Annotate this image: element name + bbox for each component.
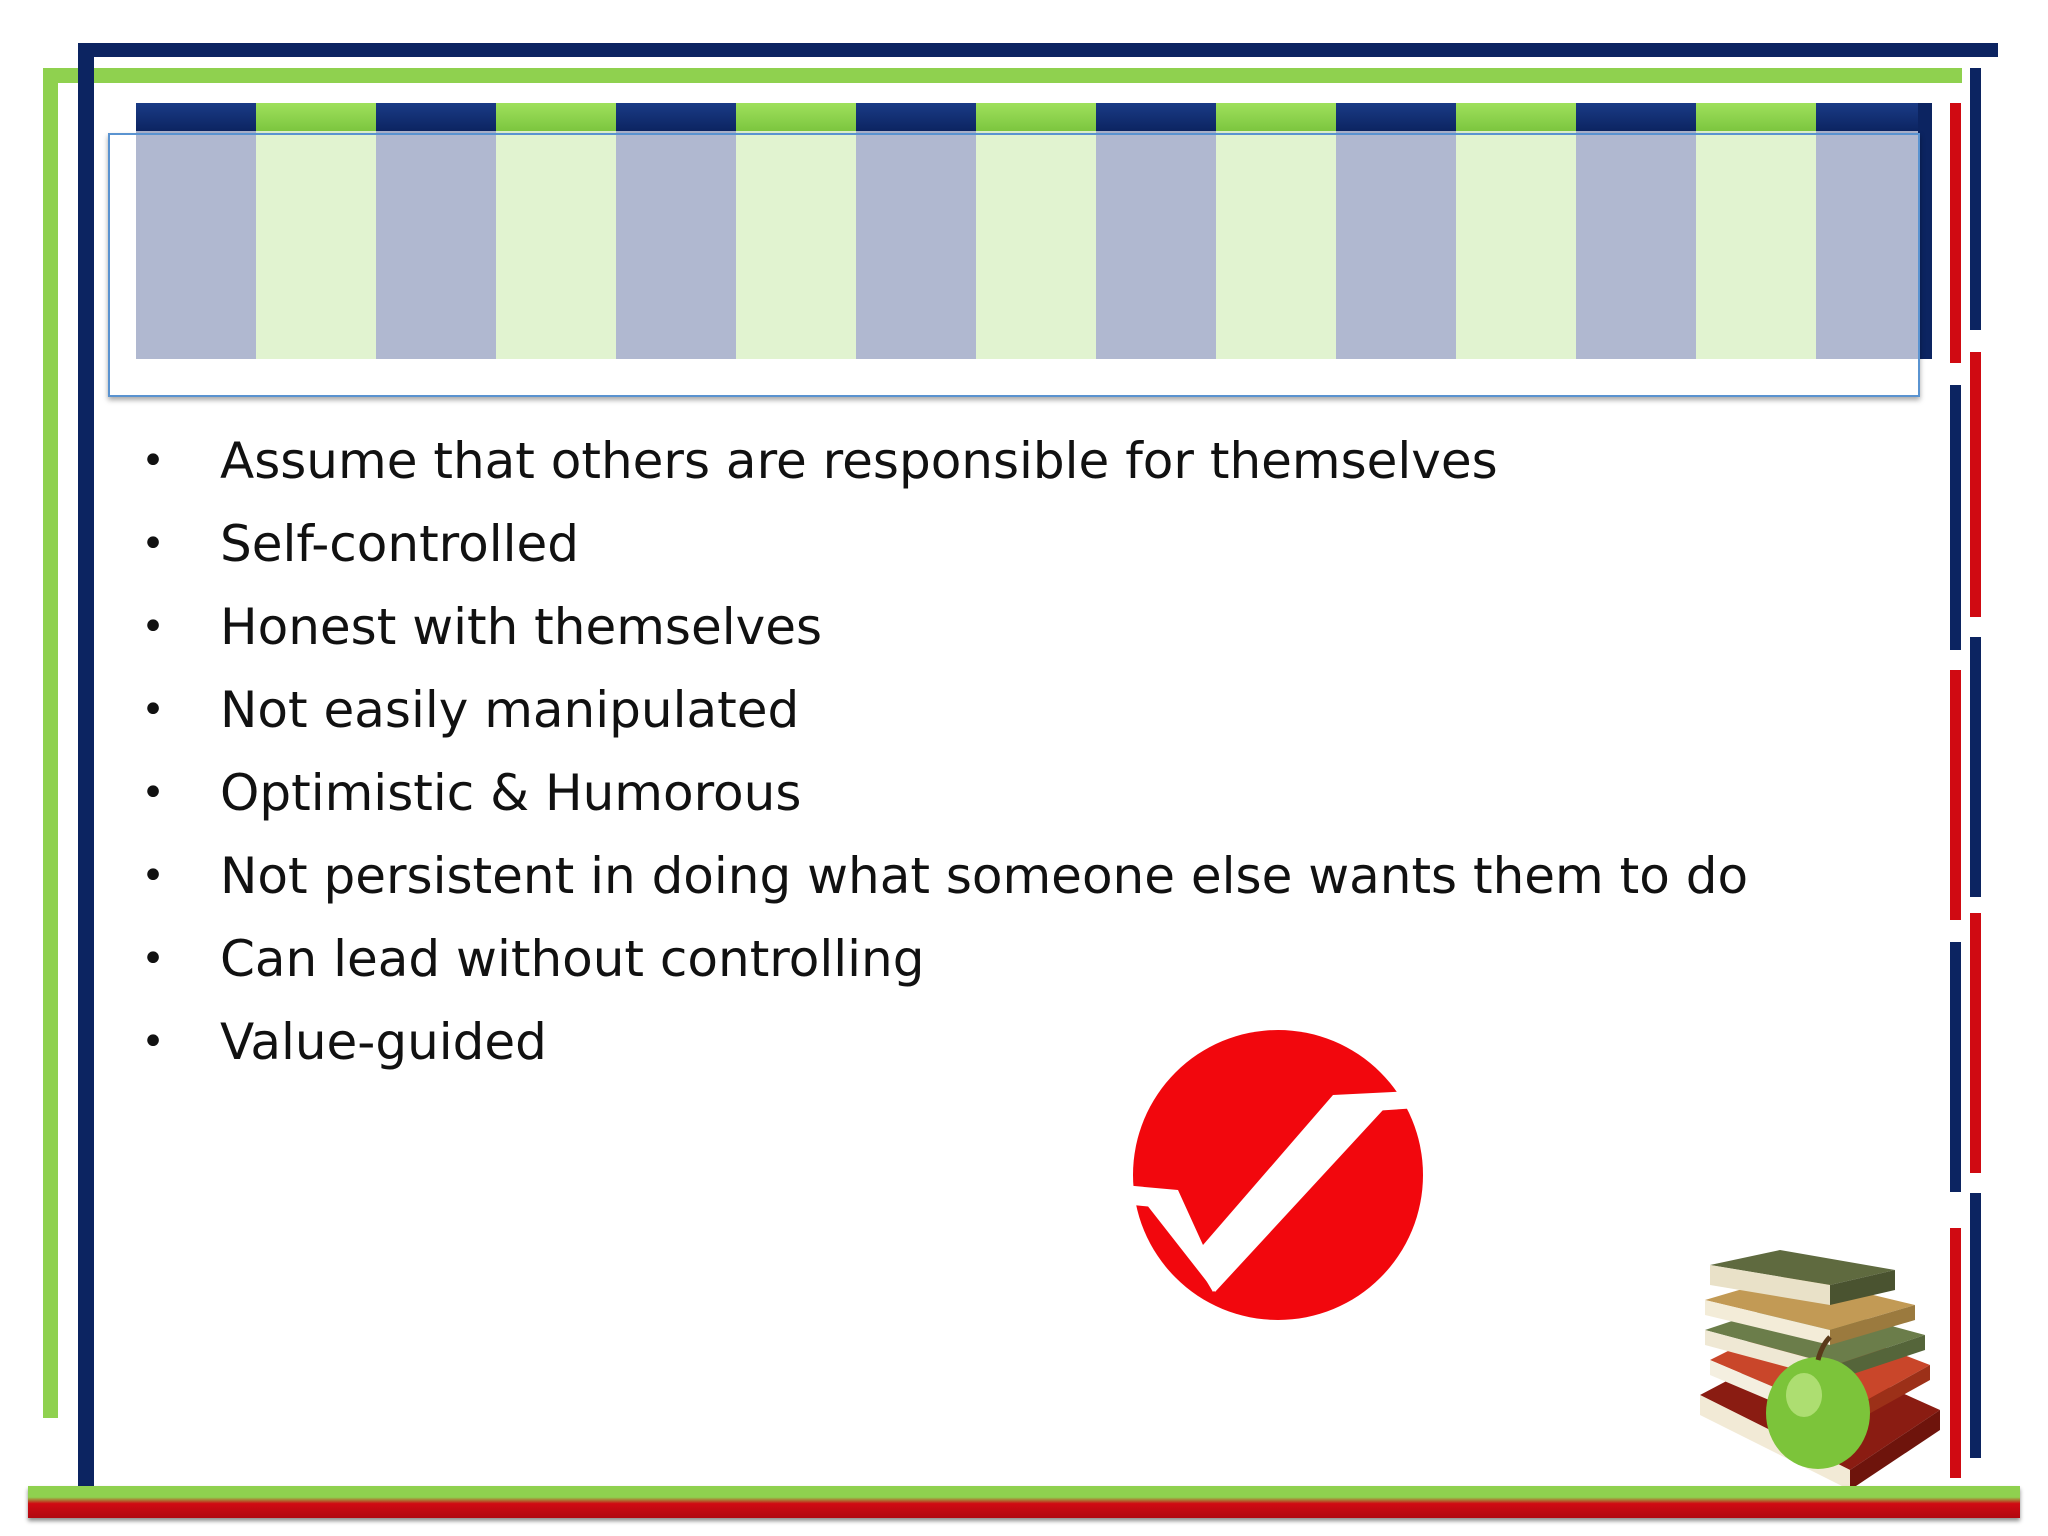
right-navy-segment	[1970, 637, 1981, 897]
right-red-segment	[1970, 352, 1981, 617]
left-green-border	[43, 68, 58, 1418]
header-stripe	[1216, 103, 1336, 359]
right-navy-segment	[1970, 1193, 1981, 1458]
bullet-marker: •	[141, 1019, 165, 1065]
header-stripe	[1696, 103, 1816, 359]
bullet-marker: •	[141, 770, 165, 816]
bullet-item: • Self-controlled	[138, 503, 1918, 586]
bullet-item: • Value-guided	[138, 1001, 1918, 1084]
bullet-marker: •	[141, 936, 165, 982]
top-green-border	[52, 68, 1962, 83]
right-navy-segment	[1970, 68, 1981, 330]
top-navy-border	[78, 43, 1998, 57]
bullet-marker: •	[141, 687, 165, 733]
title-placeholder-frame	[108, 133, 1920, 397]
header-stripe-band	[136, 103, 1926, 359]
bullet-text: Not persistent in doing what someone els…	[220, 847, 1749, 905]
bullet-content: • Assume that others are responsible for …	[138, 420, 1918, 1084]
header-stripe	[496, 103, 616, 359]
check-mark-icon	[1133, 1030, 1423, 1320]
bullet-marker: •	[141, 853, 165, 899]
header-stripe	[736, 103, 856, 359]
right-red-segment	[1950, 670, 1961, 920]
header-stripe	[376, 103, 496, 359]
bullet-text: Honest with themselves	[220, 598, 823, 656]
bullet-text: Self-controlled	[220, 515, 580, 573]
bottom-gradient-bar	[28, 1486, 2020, 1518]
right-red-segment	[1950, 103, 1961, 363]
right-navy-segment	[1950, 942, 1961, 1192]
bullet-item: • Can lead without controlling	[138, 918, 1918, 1001]
right-red-segment	[1970, 913, 1981, 1173]
header-edge	[1918, 103, 1932, 359]
bullet-text: Not easily manipulated	[220, 681, 800, 739]
header-stripe	[256, 103, 376, 359]
bullet-item: • Assume that others are responsible for …	[138, 420, 1918, 503]
left-navy-border	[78, 43, 94, 1488]
header-stripe	[136, 103, 256, 359]
bullet-marker: •	[141, 604, 165, 650]
header-stripe	[616, 103, 736, 359]
header-stripe	[1816, 103, 1926, 359]
bullet-item: • Not persistent in doing what someone el…	[138, 835, 1918, 918]
bullet-text: Value-guided	[220, 1013, 547, 1071]
bullet-list: • Assume that others are responsible for …	[138, 420, 1918, 1084]
right-navy-segment	[1950, 385, 1961, 650]
bullet-text: Can lead without controlling	[220, 930, 925, 988]
right-red-segment	[1950, 1228, 1961, 1478]
books-apple-icon	[1700, 1250, 1940, 1490]
bullet-marker: •	[141, 521, 165, 567]
bullet-item: • Honest with themselves	[138, 586, 1918, 669]
bullet-item: • Not easily manipulated	[138, 669, 1918, 752]
header-stripe	[1336, 103, 1456, 359]
bullet-text: Optimistic & Humorous	[220, 764, 802, 822]
bullet-item: • Optimistic & Humorous	[138, 752, 1918, 835]
header-stripe	[1456, 103, 1576, 359]
header-stripe	[976, 103, 1096, 359]
header-stripe	[856, 103, 976, 359]
bullet-marker: •	[141, 438, 165, 484]
header-stripe	[1576, 103, 1696, 359]
bullet-text: Assume that others are responsible for t…	[220, 432, 1498, 490]
header-stripe	[1096, 103, 1216, 359]
